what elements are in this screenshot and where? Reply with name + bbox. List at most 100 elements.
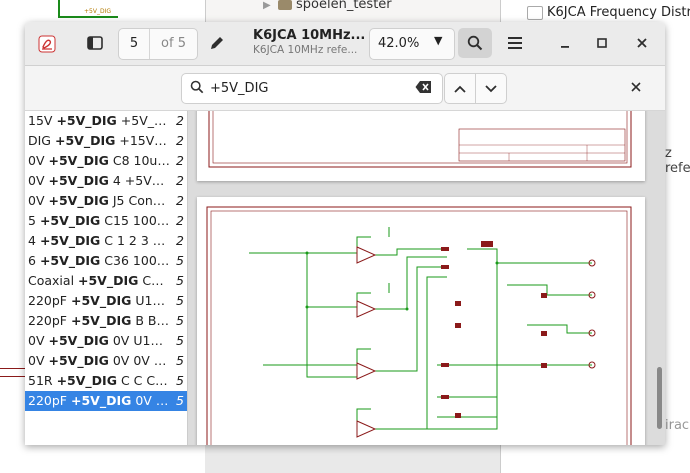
result-match: +5V_DIG: [70, 313, 132, 328]
result-page-number: 2: [176, 173, 184, 188]
main-menu-button[interactable]: [501, 29, 529, 57]
result-page-number: 2: [176, 233, 184, 248]
search-result-item[interactable]: 4 +5V_DIG C 1 2 3 1 ...2: [25, 231, 187, 251]
document-page: [197, 197, 645, 445]
result-page-number: 2: [176, 193, 184, 208]
result-page-number: 5: [176, 253, 184, 268]
schematic-drawing: [208, 111, 632, 168]
result-prefix: 0V: [28, 193, 49, 208]
sidebar-toggle-button[interactable]: [81, 29, 109, 57]
result-match: +5V_DIG: [56, 113, 117, 128]
header-bar: 5 of 5 K6JCA 10MHz... K6JCA 10MHz refe..…: [25, 22, 665, 66]
result-prefix: Coaxial: [28, 273, 79, 288]
search-result-item[interactable]: Coaxial +5V_DIG C42 ... 5: [25, 271, 187, 291]
result-prefix: 5: [28, 213, 40, 228]
zoom-selector[interactable]: 42.0% ▼: [369, 28, 455, 60]
result-page-number: 5: [176, 353, 184, 368]
schematic-wire: [58, 16, 118, 18]
result-prefix: DIG: [28, 133, 55, 148]
clear-text-icon[interactable]: [415, 80, 432, 94]
result-suffix: C15 100n ...: [104, 213, 170, 228]
scrollbar-thumb[interactable]: [657, 367, 662, 429]
result-match: +5V_DIG: [70, 293, 132, 308]
search-result-item[interactable]: 0V +5V_DIG 0V 0V R2... 5: [25, 351, 187, 371]
result-match: +5V_DIG: [48, 353, 109, 368]
minimize-button[interactable]: [551, 29, 579, 57]
background-text: irac: [665, 418, 690, 433]
result-suffix: 0V U15C ...: [112, 333, 170, 348]
result-context: 6 +5V_DIG C36 100n ...: [28, 251, 170, 271]
schematic-border: [0, 368, 26, 369]
result-context: 220pF +5V_DIG 0V 0...: [28, 391, 170, 411]
result-prefix: 0V: [28, 333, 49, 348]
next-result-button[interactable]: [475, 73, 507, 104]
zoom-level: 42.0%: [378, 36, 420, 51]
page-number-input[interactable]: 5: [119, 29, 150, 59]
result-match: +5V_DIG: [48, 153, 109, 168]
result-match: +5V_DIG: [54, 133, 116, 148]
result-context: 0V +5V_DIG 0V 0V R2...: [28, 351, 170, 371]
background-text: z refe: [665, 146, 690, 176]
search-result-item[interactable]: 220pF +5V_DIG U15B... 5: [25, 291, 187, 311]
result-page-number: 2: [176, 113, 184, 128]
result-prefix: 51R: [28, 373, 57, 388]
schematic-drawing: [206, 206, 632, 445]
result-match: +5V_DIG: [70, 393, 132, 408]
hamburger-icon: [508, 37, 522, 49]
result-suffix: 0V 0...: [135, 393, 170, 408]
chevron-down-icon: ▼: [434, 34, 443, 47]
result-match: +5V_DIG: [78, 273, 139, 288]
page-selector[interactable]: 5 of 5: [118, 28, 198, 60]
result-suffix: J5 Conn_...: [112, 193, 170, 208]
result-page-number: 5: [176, 393, 184, 408]
result-prefix: 0V: [28, 153, 49, 168]
result-match: +5V_DIG: [39, 233, 101, 248]
search-field[interactable]: [181, 73, 443, 104]
page-count: of 5: [161, 36, 186, 51]
search-result-item[interactable]: DIG +5V_DIG +15V A ...2: [25, 131, 187, 151]
result-context: 0V +5V_DIG 4 +5V_DI...: [28, 171, 170, 191]
search-button[interactable]: [458, 28, 492, 58]
search-result-item[interactable]: 0V +5V_DIG C8 10u 0...2: [25, 151, 187, 171]
result-suffix: U15B...: [135, 293, 170, 308]
search-input[interactable]: [210, 78, 410, 98]
search-result-item[interactable]: 220pF +5V_DIG B B 1... 5: [25, 311, 187, 331]
result-context: Coaxial +5V_DIG C42 ...: [28, 271, 170, 291]
close-find-bar-button[interactable]: [631, 78, 641, 96]
search-result-item[interactable]: 0V +5V_DIG 0V U15C ... 5: [25, 331, 187, 351]
result-match: +5V_DIG: [48, 333, 109, 348]
search-result-item[interactable]: 5 +5V_DIG C15 100n ...2: [25, 211, 187, 231]
result-page-number: 5: [176, 333, 184, 348]
result-page-number: 5: [176, 373, 184, 388]
close-window-button[interactable]: [628, 29, 656, 57]
previous-result-button[interactable]: [444, 73, 476, 104]
result-suffix: 4 +5V_DI...: [112, 173, 170, 188]
search-result-item[interactable]: 15V +5V_DIG +5V_DI...2: [25, 111, 187, 131]
maximize-button[interactable]: [588, 29, 616, 57]
document-title: K6JCA 10MHz...: [253, 28, 366, 43]
search-result-item[interactable]: 0V +5V_DIG 4 +5V_DI... 2: [25, 171, 187, 191]
search-result-item[interactable]: 51R +5V_DIG C C C38... 5: [25, 371, 187, 391]
result-context: 0V +5V_DIG C8 10u 0...: [28, 151, 170, 171]
result-context: 220pF +5V_DIG U15B...: [28, 291, 170, 311]
result-suffix: +5V_DI...: [120, 113, 170, 128]
folder-icon: [278, 0, 292, 10]
annotate-button[interactable]: [203, 29, 231, 57]
search-result-item[interactable]: 220pF +5V_DIG 0V 0... 5: [25, 391, 187, 411]
document-viewer-window: 5 of 5 K6JCA 10MHz... K6JCA 10MHz refe..…: [25, 22, 665, 445]
background-file-manager: ▶ spoelen_tester: [205, 0, 501, 24]
result-suffix: C36 100n ...: [104, 253, 170, 268]
result-context: 51R +5V_DIG C C C38...: [28, 371, 170, 391]
document-title-area: K6JCA 10MHz... K6JCA 10MHz refe...: [253, 28, 365, 56]
search-result-item[interactable]: 6 +5V_DIG C36 100n ... 5: [25, 251, 187, 271]
chevron-down-icon: [485, 84, 497, 92]
result-page-number: 5: [176, 313, 184, 328]
result-page-number: 2: [176, 213, 184, 228]
result-context: 220pF +5V_DIG B B 1...: [28, 311, 170, 331]
search-icon: [467, 35, 483, 51]
result-suffix: C8 10u 0...: [112, 153, 170, 168]
search-result-item[interactable]: 0V +5V_DIG J5 Conn_...2: [25, 191, 187, 211]
result-prefix: 6: [28, 253, 40, 268]
result-page-number: 5: [176, 273, 184, 288]
result-page-number: 5: [176, 293, 184, 308]
